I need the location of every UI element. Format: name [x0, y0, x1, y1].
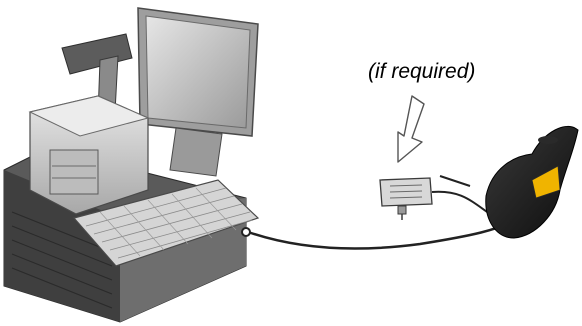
pos-terminal — [3, 7, 260, 323]
monitor — [137, 7, 259, 177]
connection-cable — [247, 216, 519, 250]
cable-connector — [241, 227, 251, 237]
receipt-printer — [28, 95, 150, 215]
down-arrow-icon — [397, 95, 425, 163]
if-required-label: (if required) — [368, 60, 476, 83]
scanner-cradle — [485, 125, 579, 239]
keyboard — [72, 179, 260, 267]
power-adapter — [379, 175, 491, 220]
